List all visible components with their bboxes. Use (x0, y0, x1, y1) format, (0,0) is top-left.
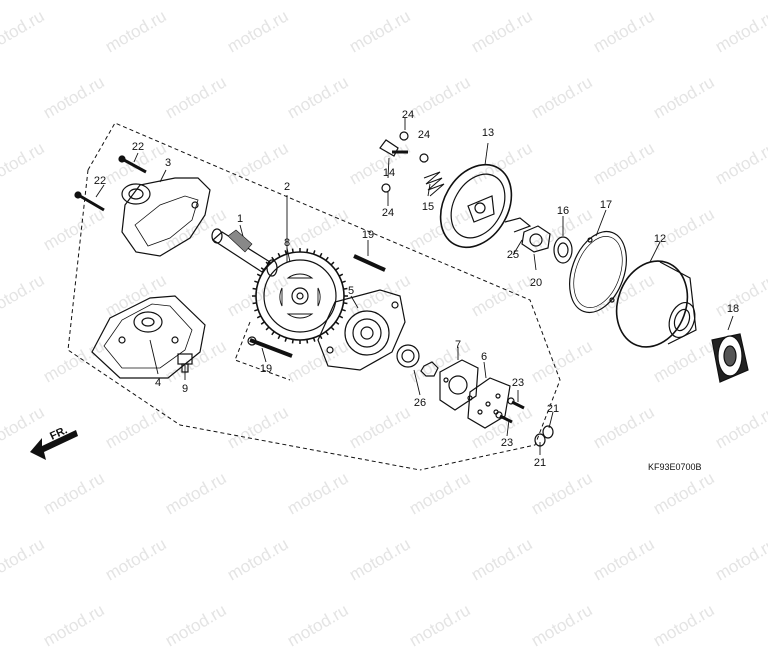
part-8-gear (252, 248, 348, 344)
part-22-bolts (74, 155, 147, 212)
watermark-text: motod.ru (528, 600, 596, 651)
part-20-nut (521, 225, 551, 253)
part-13-cover-plate (439, 163, 513, 249)
part-23-screws (495, 397, 525, 424)
part-number-label: 26 (414, 397, 426, 409)
watermark-text: motod.ru (406, 600, 474, 651)
part-number-label: 23 (512, 377, 524, 389)
watermark-text: motod.ru (284, 600, 352, 651)
part-6-plate (467, 377, 511, 429)
part-number-label: 2 (284, 181, 290, 193)
part-7-gasket (439, 359, 479, 411)
part-number-label: 22 (94, 175, 106, 187)
part-number-label: 1 (237, 213, 243, 225)
part-number-label: 22 (132, 141, 144, 153)
diagram-code: KF93E0700B (648, 462, 702, 472)
part-number-label: 19 (362, 229, 374, 241)
watermark-text: motod.ru (650, 600, 718, 651)
part-number-label: 21 (534, 457, 546, 469)
part-number-label: 5 (348, 285, 354, 297)
leader-lines (95, 118, 734, 455)
part-25-clip (504, 217, 532, 233)
part-number-label: 9 (182, 383, 188, 395)
part-number-label: 25 (507, 249, 519, 261)
part-number-label: 21 (547, 403, 559, 415)
part-number-label: 3 (165, 157, 171, 169)
part-14-24-fasteners (379, 131, 429, 193)
part-number-label: 4 (155, 377, 161, 389)
part-5-housing (317, 289, 406, 371)
watermark-text: motod.ru (40, 600, 108, 651)
part-number-label: 16 (557, 205, 569, 217)
part-number-label: 12 (654, 233, 666, 245)
part-26-rotor (396, 344, 439, 377)
watermark-text: motod.ru (162, 600, 230, 651)
part-12-cap (615, 260, 697, 348)
part-3-cover (121, 177, 211, 257)
part-number-label: 13 (482, 127, 494, 139)
part-number-label: 24 (382, 207, 394, 219)
part-15-spring (423, 171, 445, 197)
part-number-label: 8 (284, 237, 290, 249)
parts-diagram: 1234567891213141516171819192021212222232… (30, 109, 749, 472)
front-arrow-icon (30, 430, 78, 460)
part-number-label: 17 (600, 199, 612, 211)
part-number-label: 6 (481, 351, 487, 363)
part-number-label: 15 (422, 201, 434, 213)
part-number-label: 24 (402, 109, 414, 121)
part-18-pinion (711, 333, 749, 383)
part-number-label: 7 (455, 339, 461, 351)
part-1-shaft (211, 228, 278, 277)
part-number-label: 19 (260, 363, 272, 375)
part-number-label: 18 (727, 303, 739, 315)
part-19-bolts (247, 254, 386, 358)
part-16-washer (553, 236, 573, 264)
part-number-label: 23 (501, 437, 513, 449)
part-number-label: 14 (383, 167, 395, 179)
part-4-pump-body (91, 295, 206, 379)
part-number-label: 24 (418, 129, 430, 141)
part-9-fitting (177, 353, 193, 373)
part-number-label: 20 (530, 277, 542, 289)
part-21-orings (534, 425, 554, 447)
assembly-outline (67, 122, 561, 471)
part-17-gasket (569, 230, 627, 314)
